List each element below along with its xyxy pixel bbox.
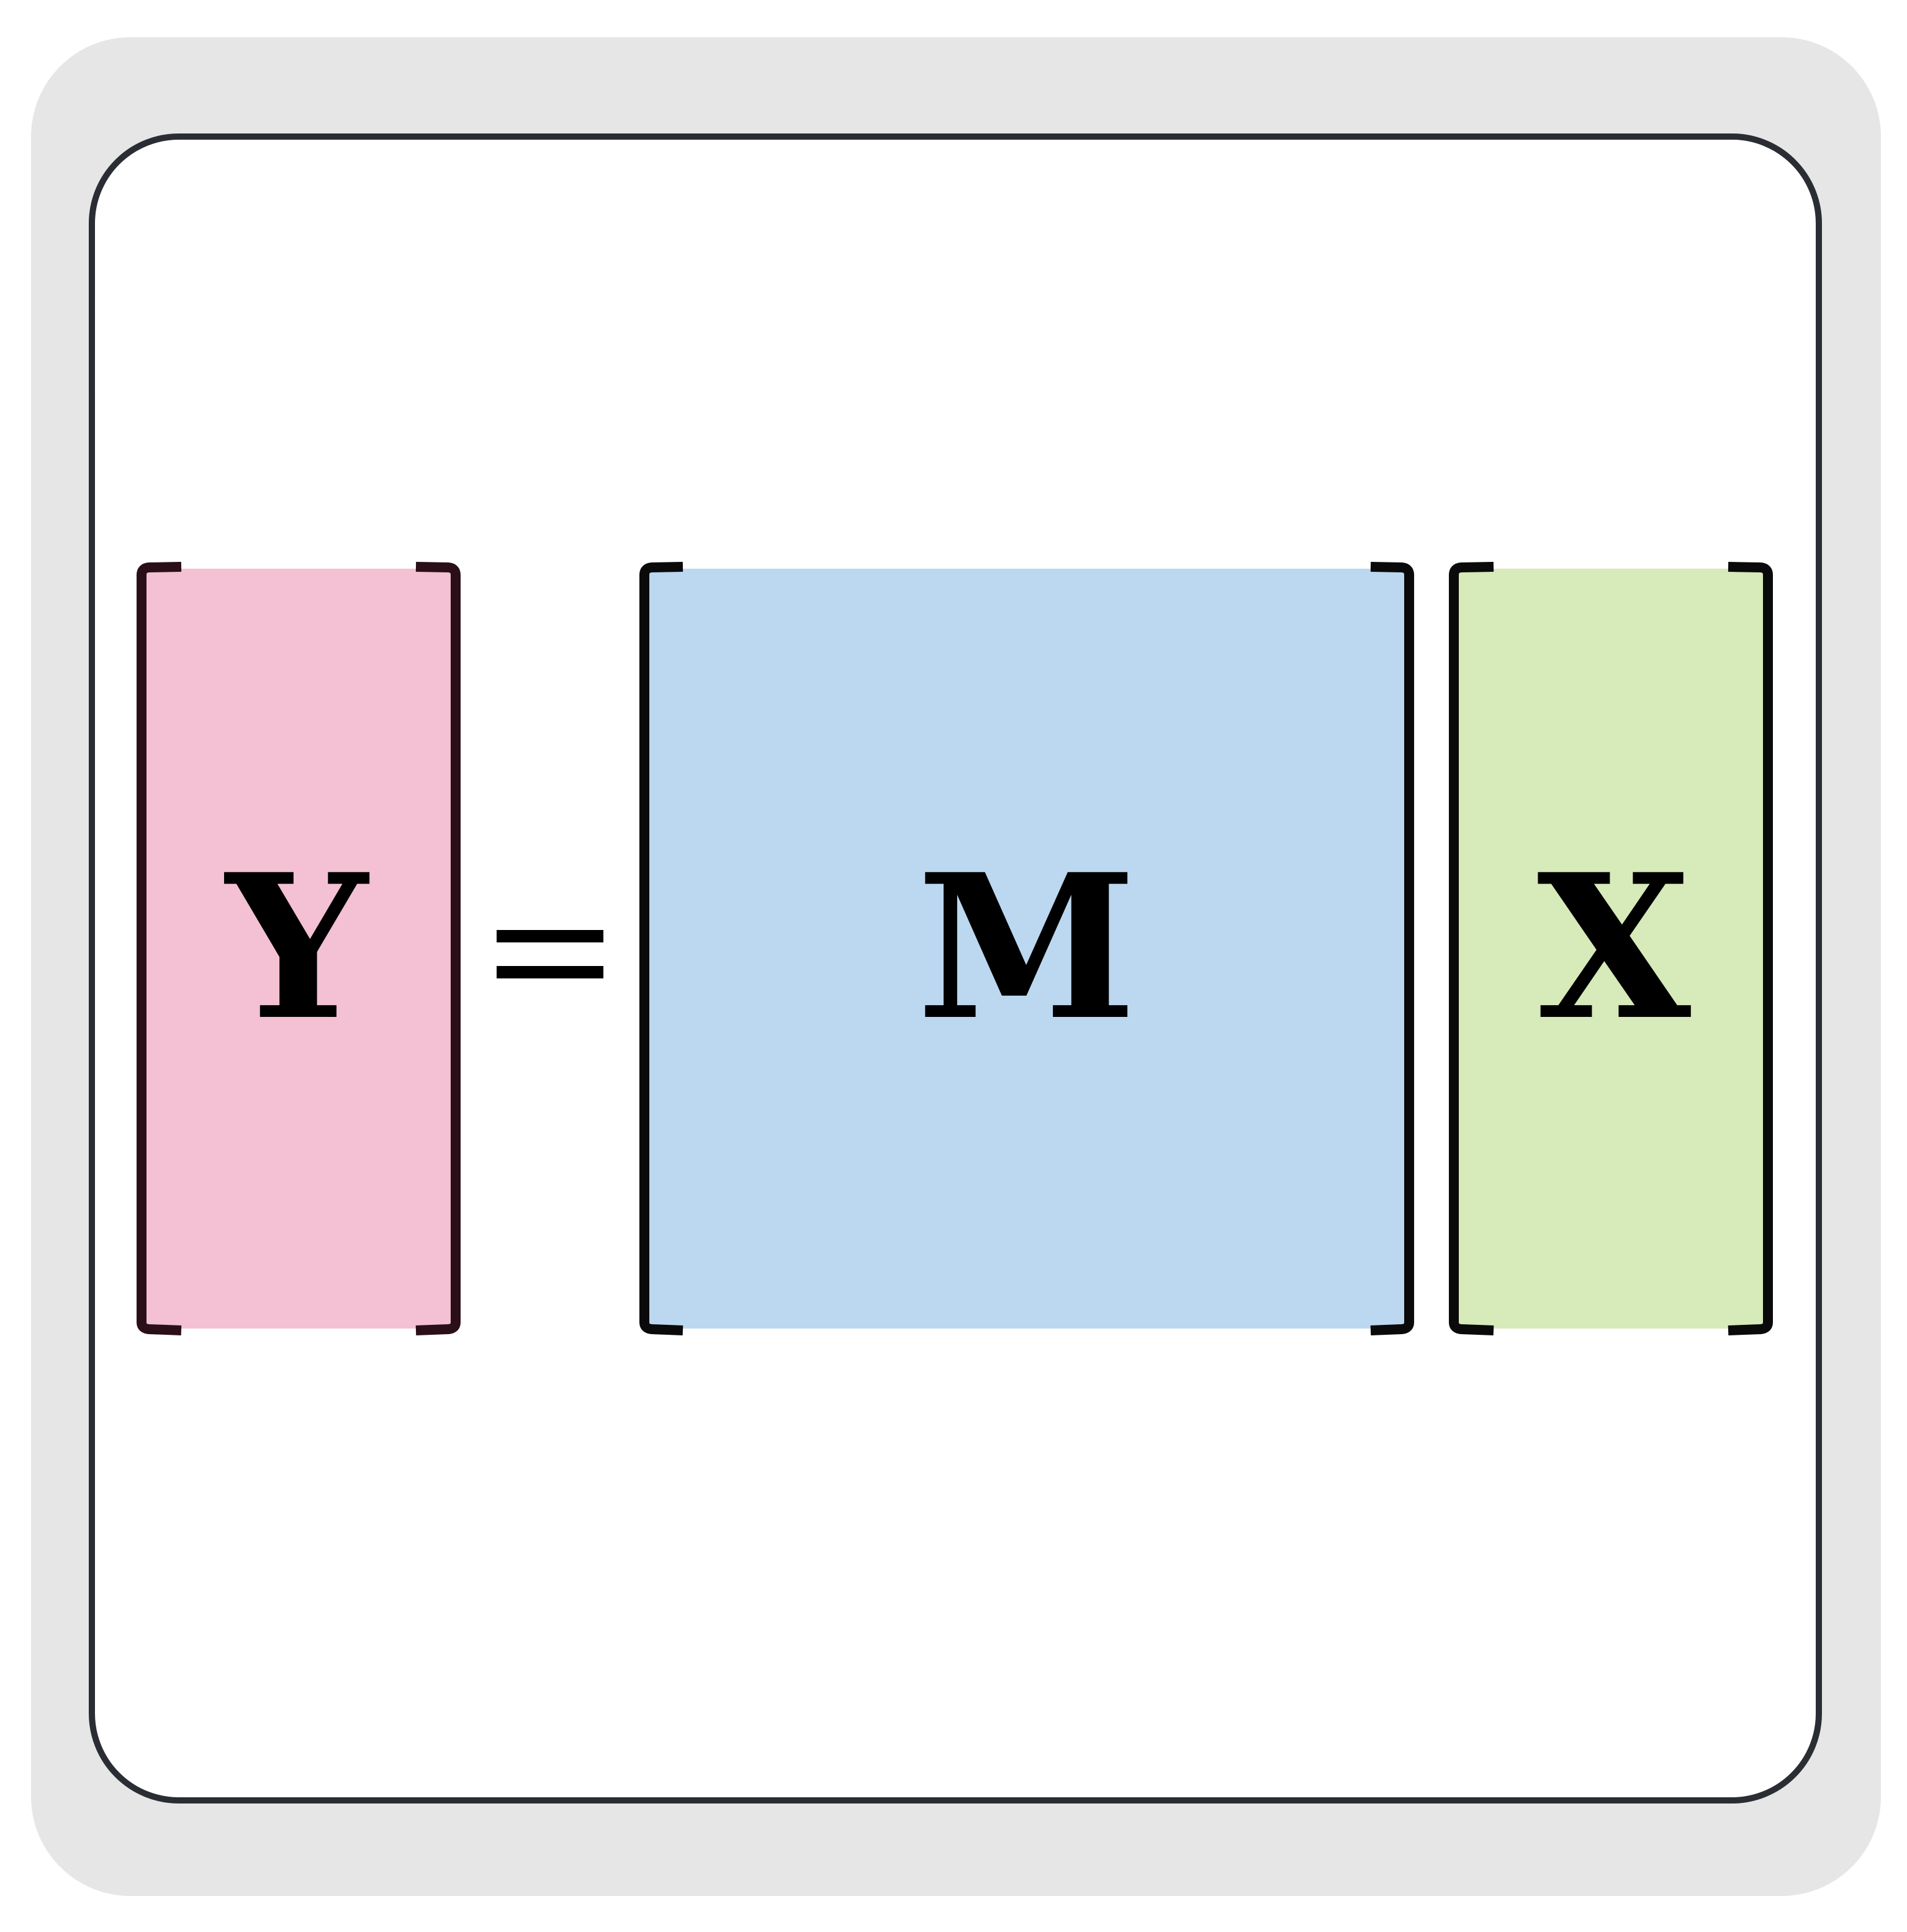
x-vector: X (1449, 562, 1773, 1335)
equals-bar-top (497, 930, 603, 942)
equals-sign (497, 930, 603, 978)
y-vector-label: Y (223, 831, 372, 1064)
x-right-bracket (1728, 562, 1773, 1335)
y-left-bracket (137, 562, 182, 1335)
m-right-bracket (1370, 562, 1414, 1335)
m-matrix: M (639, 562, 1414, 1335)
y-vector: Y (137, 562, 461, 1335)
inner-card-border (89, 133, 1822, 1803)
y-right-bracket (415, 562, 461, 1335)
equals-bar-bottom (497, 966, 603, 978)
m-matrix-label: M (917, 831, 1137, 1064)
x-vector-fill (1459, 569, 1763, 1329)
x-vector-label: X (1537, 831, 1692, 1064)
y-vector-fill (147, 569, 451, 1329)
m-matrix-fill (649, 569, 1409, 1329)
x-left-bracket (1449, 562, 1494, 1335)
m-left-bracket (639, 562, 683, 1335)
